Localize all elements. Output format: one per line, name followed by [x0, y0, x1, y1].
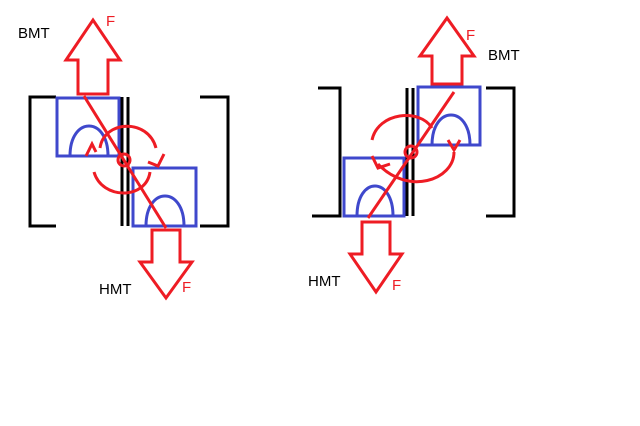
right-forces [347, 15, 477, 295]
right-bottom-force-label: F [392, 277, 401, 294]
right-bottom-block-arch [355, 184, 395, 217]
right-down-force-arrow [347, 220, 405, 295]
right-rotation-arrowhead [370, 155, 391, 170]
left-force-line [82, 95, 168, 229]
left-diagram: BMT F HMT F [18, 13, 230, 301]
right-hmt-label: HMT [308, 273, 341, 290]
right-top-block-arch [430, 113, 472, 146]
left-top-force-label: F [106, 13, 115, 30]
right-pivot [403, 144, 419, 160]
left-frame [28, 95, 230, 228]
left-pivot [116, 152, 132, 168]
right-bmt-label: BMT [488, 47, 520, 64]
right-rotation-arrowhead [446, 139, 462, 153]
right-force-line [366, 91, 456, 219]
left-bmt-label: BMT [18, 25, 50, 42]
right-top-force-label: F [466, 27, 475, 44]
left-rotation-arrowhead [147, 153, 166, 168]
left-outer-bracket-right [200, 95, 230, 228]
left-rotation-arrowhead [84, 140, 98, 157]
left-top-block-arch [68, 124, 110, 157]
right-up-force-arrow [417, 15, 477, 86]
left-forces [63, 17, 195, 301]
right-diagram: F BMT HMT F [308, 15, 520, 295]
left-up-force-arrow [63, 17, 123, 96]
right-rotation-arc-top [370, 114, 434, 141]
right-rotation-arc-bottom [376, 151, 456, 184]
left-hmt-label: HMT [99, 281, 132, 298]
left-rotation-arc-bottom [92, 171, 152, 195]
right-outer-bracket-right [486, 86, 516, 218]
left-bottom-force-label: F [182, 279, 191, 296]
left-rotation-arc-top [98, 124, 158, 149]
left-down-force-arrow [137, 228, 195, 301]
right-outer-bracket-left [312, 86, 342, 218]
left-outer-bracket-left [28, 95, 56, 228]
left-bottom-block-arch [144, 194, 186, 227]
